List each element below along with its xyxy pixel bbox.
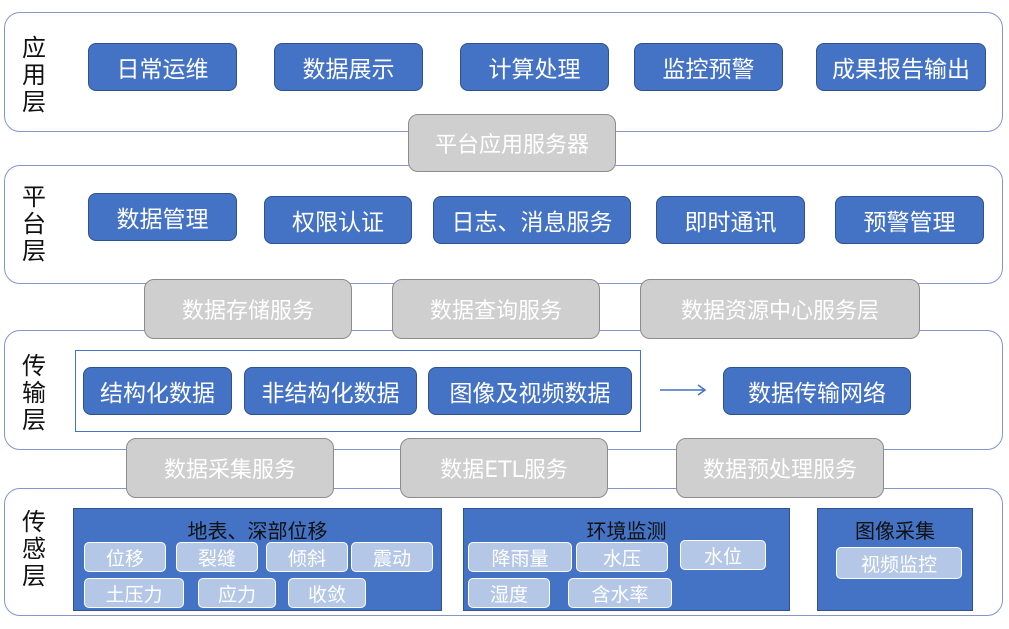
transport-layer-label: 传 输 层 [22, 352, 46, 434]
transport-box-image-video-data[interactable]: 图像及视频数据 [428, 367, 632, 415]
panel-displacement-title: 地表、深部位移 [187, 519, 328, 543]
chip-tilt[interactable]: 倾斜 [266, 542, 348, 572]
app-box-monitoring-alert[interactable]: 监控预警 [634, 43, 783, 91]
platform-box-data-management[interactable]: 数据管理 [88, 193, 237, 241]
chip-water-level[interactable]: 水位 [680, 540, 766, 570]
service-data-collection[interactable]: 数据采集服务 [126, 438, 334, 498]
panel-environment-title: 环境监测 [586, 519, 667, 543]
chip-crack[interactable]: 裂缝 [176, 542, 258, 572]
service-app-server[interactable]: 平台应用服务器 [408, 114, 616, 172]
transport-box-data-network[interactable]: 数据传输网络 [723, 367, 911, 415]
service-data-etl[interactable]: 数据ETL服务 [400, 438, 608, 498]
chip-video-surveillance[interactable]: 视频监控 [836, 547, 962, 579]
sensing-layer-label: 传 感 层 [22, 508, 46, 590]
service-data-preprocess[interactable]: 数据预处理服务 [676, 438, 884, 498]
app-box-report-output[interactable]: 成果报告输出 [816, 43, 986, 91]
chip-stress[interactable]: 应力 [198, 578, 276, 608]
platform-box-log-message[interactable]: 日志、消息服务 [433, 196, 631, 244]
chip-water-pressure[interactable]: 水压 [576, 542, 668, 572]
application-layer-label: 应 用 层 [22, 34, 46, 116]
chip-vibration[interactable]: 震动 [351, 542, 433, 572]
service-data-storage[interactable]: 数据存储服务 [144, 279, 352, 339]
chip-water-content[interactable]: 含水率 [568, 578, 672, 608]
app-box-computation[interactable]: 计算处理 [460, 43, 609, 91]
arrow-right-icon [660, 384, 707, 396]
chip-humidity[interactable]: 湿度 [468, 578, 550, 608]
app-box-data-display[interactable]: 数据展示 [274, 43, 423, 91]
chip-convergence[interactable]: 收敛 [288, 578, 366, 608]
platform-box-alert-management[interactable]: 预警管理 [835, 196, 984, 244]
transport-box-unstructured-data[interactable]: 非结构化数据 [244, 367, 417, 415]
panel-image-title: 图像采集 [855, 519, 935, 543]
platform-box-permission-auth[interactable]: 权限认证 [264, 196, 412, 244]
chip-rainfall[interactable]: 降雨量 [468, 542, 572, 572]
service-resource-center[interactable]: 数据资源中心服务层 [640, 279, 920, 339]
app-box-daily-ops[interactable]: 日常运维 [88, 43, 237, 91]
platform-layer-label: 平 台 层 [22, 183, 46, 265]
chip-soil-pressure[interactable]: 土压力 [84, 578, 184, 608]
platform-box-instant-messaging[interactable]: 即时通讯 [656, 196, 805, 244]
data-type-group [75, 350, 641, 432]
transport-box-structured-data[interactable]: 结构化数据 [83, 367, 232, 415]
chip-displacement[interactable]: 位移 [84, 542, 166, 572]
service-data-query[interactable]: 数据查询服务 [392, 279, 600, 339]
